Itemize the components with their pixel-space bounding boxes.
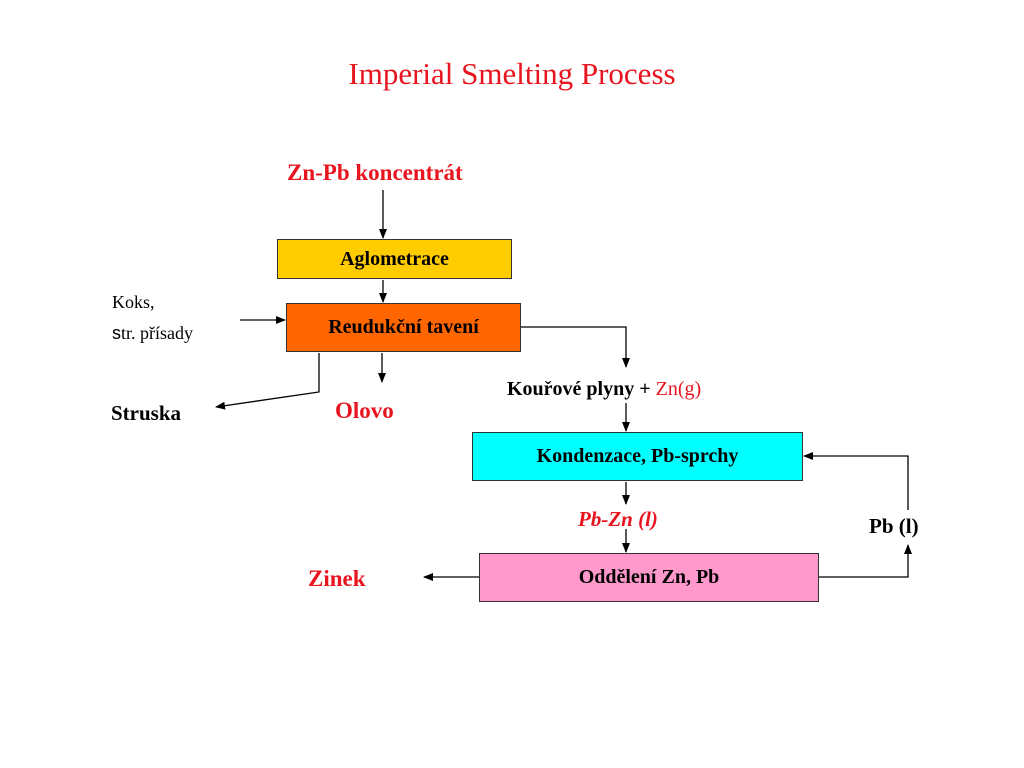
koks-label: Koks, [112, 292, 155, 312]
arrow-lead-liquid-to-condensation [803, 452, 909, 510]
page-title: Imperial Smelting Process [348, 56, 676, 91]
arrow-reduction-to-slag [215, 353, 320, 410]
slag-label: Struska [111, 401, 182, 425]
lead-output-label: Olovo [335, 398, 394, 423]
reduction-smelting-box: Reudukční tavení [286, 303, 521, 352]
pb-zn-liquid-label: Pb-Zn (l) [578, 507, 658, 531]
aglometrace-box: Aglometrace [277, 239, 512, 279]
zinc-gas-text: Zn(g) [655, 378, 702, 400]
condensation-box: Kondenzace, Pb-sprchy [472, 432, 803, 481]
additives-label-rest: tr. přísady [121, 323, 193, 343]
arrow-separation-to-lead-liquid [819, 544, 912, 578]
flue-gas-text: Kouřové plyny + [507, 378, 656, 400]
separation-box: Oddělení Zn, Pb [479, 553, 819, 602]
condensation-label: Kondenzace, Pb-sprchy [536, 445, 739, 467]
lead-liquid-label: Pb (l) [869, 514, 919, 538]
additives-label-initial: s [112, 323, 121, 343]
separation-label: Oddělení Zn, Pb [578, 566, 720, 588]
arrow-reduction-to-flue-gas [521, 326, 630, 368]
additives-label: str. přísady [112, 323, 193, 344]
flue-gas-label: Kouřové plyny + Zn(g) [507, 378, 701, 401]
reduction-smelting-label: Reudukční tavení [328, 316, 479, 338]
aglometrace-label: Aglometrace [340, 247, 449, 270]
zinc-output-label: Zinek [308, 566, 366, 591]
input-concentrate-label: Zn-Pb koncentrát [287, 160, 463, 185]
